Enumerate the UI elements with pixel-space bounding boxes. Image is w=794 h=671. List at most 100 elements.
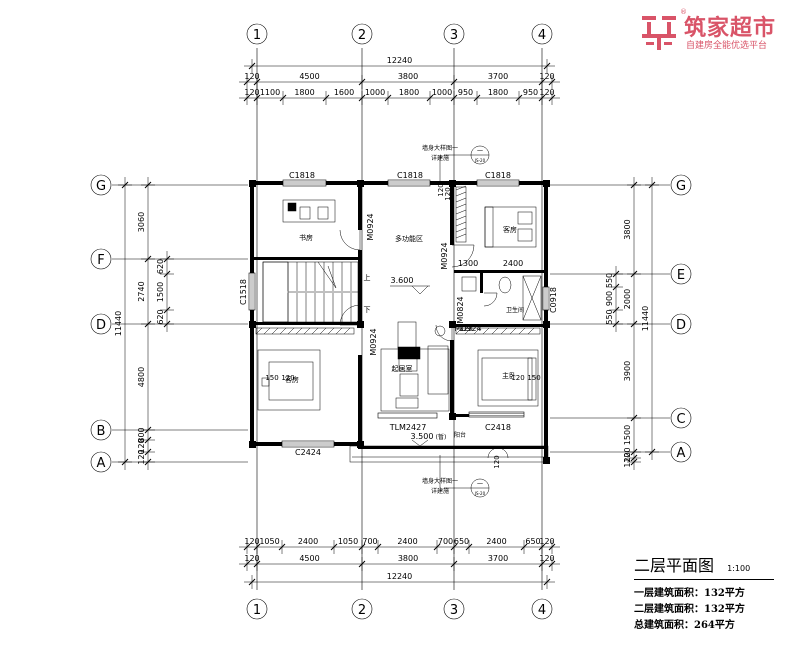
area-line-1: 一层建筑面积：132平方 (634, 588, 745, 599)
room-label-study: 书房 (299, 233, 313, 242)
balcony-drain (487, 447, 509, 459)
wardrobe-hatch (319, 327, 327, 335)
axis-bubble (90, 174, 112, 196)
dim-slash (538, 560, 546, 568)
living-ottoman (395, 397, 419, 409)
dim-slash (520, 543, 528, 551)
dim-label: 1000 (432, 88, 452, 97)
bath-shower (522, 275, 542, 321)
wardrobe-hatch (491, 327, 499, 335)
living-armchair (398, 352, 418, 372)
axis-bubble (90, 313, 112, 335)
dim-label: 120 (244, 88, 259, 97)
window-c2418 (468, 411, 525, 418)
dim-label: 2000 (623, 289, 632, 309)
registered-mark: ® (680, 8, 687, 16)
dim-label: 650 (454, 537, 469, 546)
dim-slash (515, 94, 523, 102)
callout-detail: 详建施 (431, 154, 449, 162)
axis-bubble (90, 419, 112, 441)
wall-master-top (450, 324, 544, 327)
dim-slash (450, 94, 458, 102)
dim-slash (243, 560, 251, 568)
legend-block: 二层平面图 1:100 一层建筑面积：132平方 二层建筑面积：132平方 总建… (634, 552, 784, 634)
column (449, 413, 456, 420)
dim-slash (612, 306, 620, 314)
misc-dim: 150 (527, 374, 540, 382)
living-plant (434, 325, 446, 337)
area-line-3: 总建筑面积：264平方 (634, 620, 735, 631)
wardrobe-hatch (263, 327, 271, 335)
dim-label: 12240 (387, 572, 412, 581)
wall-guest-bottom (454, 270, 544, 273)
wardrobe (455, 327, 541, 335)
wall-bath-left (480, 273, 483, 293)
column (543, 457, 550, 464)
brand-tagline: 自建房全能优选平台 (686, 41, 768, 51)
dim-slash (253, 78, 261, 86)
dim-slash (330, 543, 338, 551)
window-label: C2424 (295, 448, 321, 457)
dim-slash (253, 94, 261, 102)
dim-slash (548, 94, 556, 102)
dim-label: 950 (458, 88, 473, 97)
room-label-bath: 卫生间 (506, 306, 524, 314)
elevation-note: (暂) (436, 433, 447, 441)
wardrobe-hatch (335, 327, 343, 335)
study-lamp (287, 202, 297, 212)
column (249, 321, 256, 328)
dim-slash (248, 62, 256, 70)
window-c2424 (281, 440, 335, 448)
dim-label: 120 (539, 72, 554, 81)
living-table (399, 373, 419, 397)
stair-break-line (317, 261, 337, 289)
wardrobe-hatch (455, 197, 467, 203)
wardrobe-hatch (311, 327, 319, 335)
door-label: M0824 (456, 296, 465, 323)
dim-slash (433, 543, 441, 551)
dim-label: 2740 (137, 281, 146, 301)
dim-slash (358, 560, 366, 568)
wall-stair-right (358, 250, 362, 325)
dim-slash (538, 543, 546, 551)
wall-guest-right-bottom (358, 415, 362, 446)
bath-shower-diag (522, 275, 542, 321)
dim-slash (374, 543, 382, 551)
axis-label: 1 (253, 603, 261, 618)
dim-slash (144, 181, 152, 189)
window-c1818-guest (476, 179, 520, 187)
axis-bubble (351, 23, 373, 45)
axis-label: D (96, 318, 106, 333)
door-swing-guest-w (339, 304, 361, 326)
dim-slash (630, 454, 638, 462)
wardrobe-hatch (455, 233, 467, 239)
dim-label: 120 (244, 554, 259, 563)
axis-label: E (677, 268, 685, 283)
callout-text: 墙身大样图一 (422, 144, 458, 152)
stair-break-line (327, 265, 337, 289)
dim-label: 2400 (486, 537, 506, 546)
dim-slash (144, 436, 152, 444)
wardrobe-hatch (455, 221, 467, 227)
stair-up-label: 上 (364, 273, 371, 282)
door-label: M0924 (369, 328, 378, 355)
callout-ref: JS-20 (474, 491, 486, 496)
wardrobe-hatch (455, 227, 467, 233)
wardrobe-hatch (295, 327, 303, 335)
elevation-main: 3.600 (391, 276, 414, 285)
dim-slash (121, 181, 129, 189)
column (249, 180, 256, 187)
wall-master-bottom (454, 414, 469, 417)
master-bed (481, 357, 533, 401)
axis-bubble (531, 598, 553, 620)
misc-dim: 1300 (458, 259, 478, 268)
callout-detail: 详建施 (431, 487, 449, 495)
axis-bubble (90, 451, 112, 473)
guest-w-nightstand (261, 377, 270, 387)
axis-label: 4 (538, 28, 546, 43)
dim-slash (450, 78, 458, 86)
axis-bubble (90, 248, 112, 270)
wardrobe-hatch (473, 327, 481, 335)
dim-slash (426, 94, 434, 102)
dim-label: 550 (605, 273, 614, 288)
